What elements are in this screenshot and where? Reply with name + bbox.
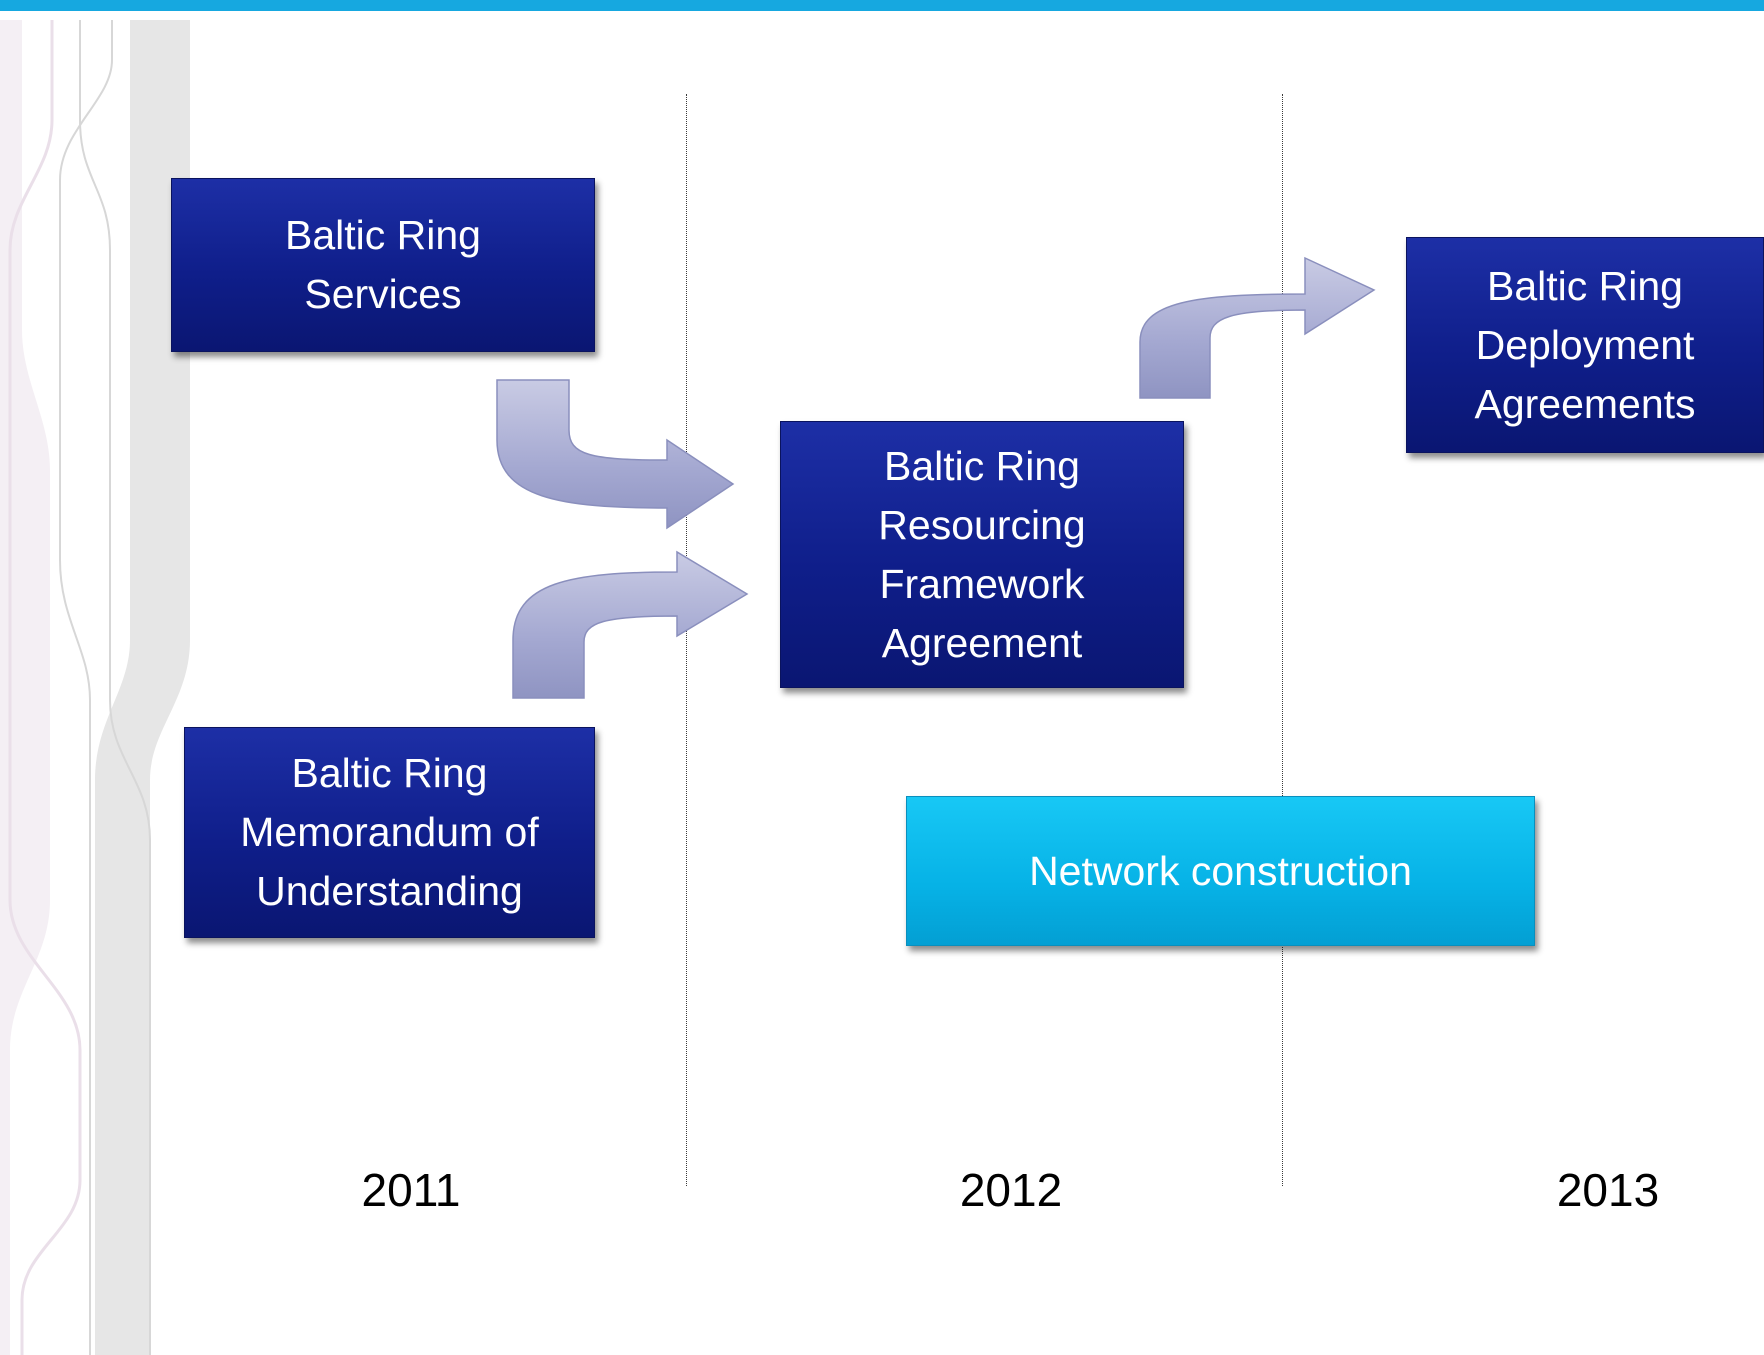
decorative-lines [0, 20, 190, 1355]
divider-2011-2012 [686, 94, 687, 1186]
box-baltic-ring-resourcing: Baltic Ring Resourcing Framework Agreeme… [780, 421, 1184, 688]
year-label-2013: 2013 [1556, 1164, 1660, 1216]
box-baltic-ring-services: Baltic Ring Services [171, 178, 595, 352]
year-label-2012: 2012 [959, 1164, 1063, 1216]
box-network-construction: Network construction [906, 796, 1535, 946]
year-label-2011: 2011 [361, 1164, 461, 1216]
box-baltic-ring-memorandum: Baltic Ring Memorandum of Understanding [184, 727, 595, 938]
arrow-resourcing-to-deployment-icon [1139, 256, 1376, 399]
box-baltic-ring-deployment: Baltic Ring Deployment Agreements [1406, 237, 1764, 453]
arrow-services-to-resourcing-icon [496, 379, 735, 530]
top-accent-bar [0, 0, 1764, 11]
arrow-memorandum-to-resourcing-icon [512, 550, 749, 699]
divider-2012-2013 [1282, 94, 1283, 1186]
